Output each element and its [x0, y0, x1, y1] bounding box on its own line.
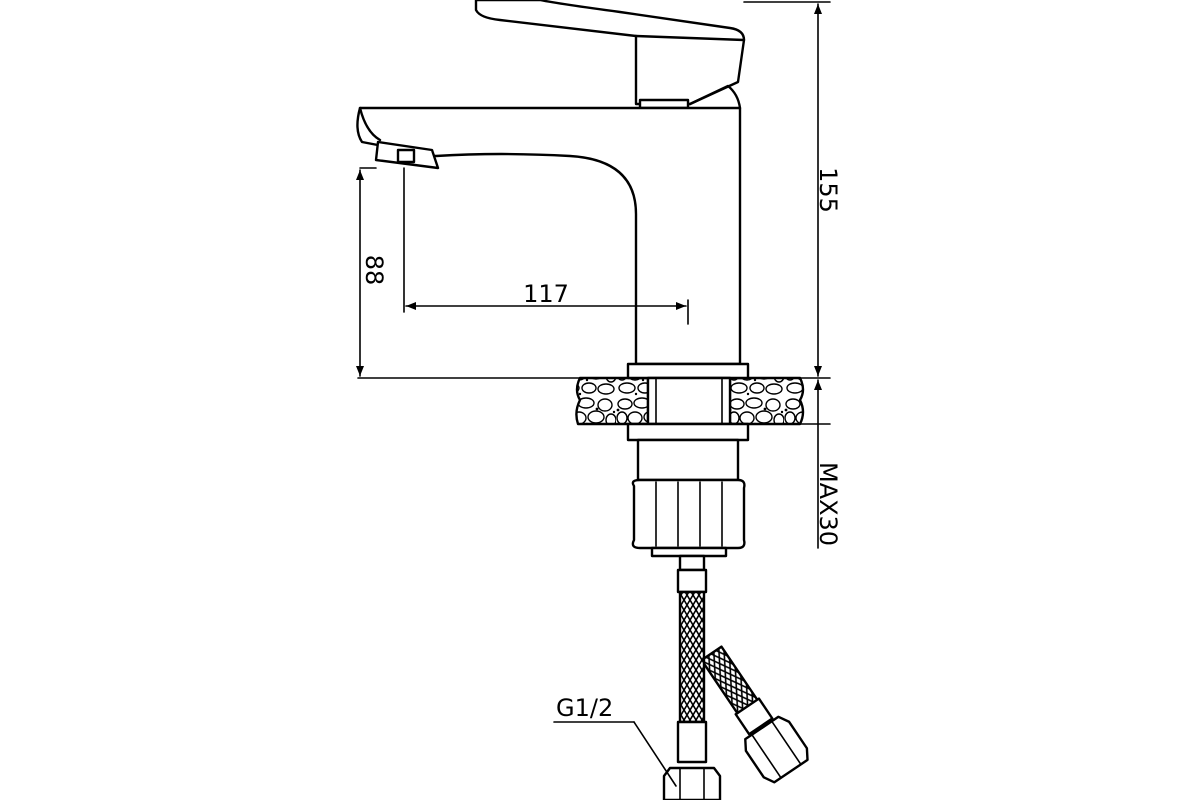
dimension-height-total: 155 [743, 1, 842, 377]
dimension-max-counter-thickness: MAX30 [814, 379, 842, 549]
countertop [357, 376, 831, 426]
mounting-stud [646, 376, 732, 426]
dimension-spout-reach-label: 117 [523, 280, 569, 308]
base-collar [626, 362, 750, 380]
dimension-spout-height: 88 [356, 167, 388, 377]
flexible-hoses [662, 554, 809, 800]
mounting-assembly [626, 376, 750, 558]
washer [626, 422, 750, 442]
threaded-shank [636, 438, 740, 482]
hose-vertical-nut [662, 766, 722, 800]
dimension-height-total-label: 155 [814, 167, 842, 213]
thread-callout: G1/2 [553, 694, 677, 787]
hose-vertical-braid [678, 590, 706, 724]
faucet-body [356, 0, 750, 380]
countertop-right-section [728, 376, 805, 426]
dimension-max-counter-thickness-label: MAX30 [814, 462, 842, 546]
hose-angled [700, 645, 809, 784]
countertop-left-section [575, 376, 650, 426]
mounting-nut [631, 478, 746, 550]
dimension-spout-height-label: 88 [360, 255, 388, 286]
dimension-spout-reach: 117 [403, 167, 689, 325]
hose-angled-nut [744, 715, 809, 784]
thread-callout-label: G1/2 [556, 694, 613, 722]
lever-handle [474, 0, 746, 106]
spout-and-body [356, 106, 742, 366]
